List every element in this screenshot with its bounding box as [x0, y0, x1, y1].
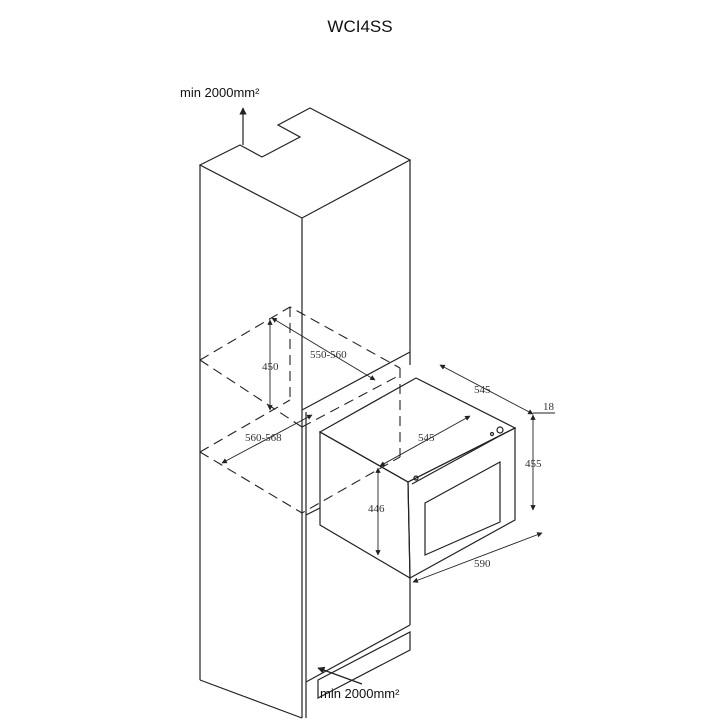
cabinet-top-with-vent-notch [198, 107, 412, 219]
top-ventilation-label: min 2000mm² [180, 85, 260, 100]
front-height-label: 455 [525, 458, 542, 470]
door-thickness-label: 18 [543, 401, 555, 413]
bottom-ventilation-label: min 2000mm² [320, 686, 400, 701]
appliance-depth-side-label: 545 [418, 432, 435, 444]
wine-cooler-appliance [318, 377, 517, 580]
niche-width-label: 560-568 [245, 432, 282, 444]
appliance-depth-top-label: 545 [474, 384, 491, 396]
model-title: WCI4SS [327, 17, 392, 36]
bottom-airflow-arrow-icon [317, 666, 363, 685]
tall-cabinet [198, 107, 412, 719]
niche-outline [199, 306, 401, 514]
body-height-label: 446 [368, 503, 385, 515]
niche-depth-label: 550-560 [310, 349, 347, 361]
plinth-vent [317, 631, 411, 699]
appliance-door [407, 427, 516, 580]
appliance-window [424, 460, 501, 556]
niche-height-label: 450 [262, 361, 279, 373]
front-width-label: 590 [474, 558, 491, 570]
